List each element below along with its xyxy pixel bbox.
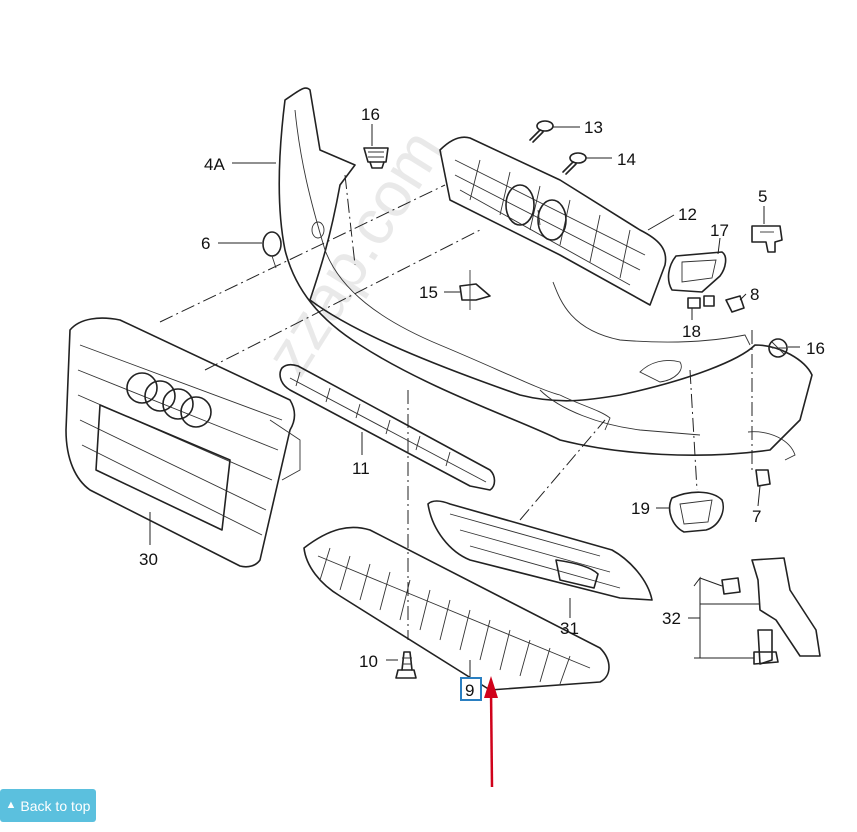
callout-13: 13	[584, 118, 603, 137]
callout-14: 14	[617, 150, 636, 169]
caret-up-icon: ▲	[5, 799, 17, 811]
callout-16-top: 16	[361, 105, 380, 124]
part-8-clip	[725, 295, 745, 313]
part-19-cover	[668, 491, 724, 533]
part-10-screw	[395, 651, 417, 679]
callout-30: 30	[139, 550, 158, 569]
assembly-lines	[159, 174, 753, 640]
callout-12: 12	[678, 205, 697, 224]
part-5-bracket	[751, 225, 783, 253]
leader-lines	[149, 124, 800, 678]
callout-15: 15	[419, 283, 438, 302]
callout-6: 6	[201, 234, 210, 253]
callout-11: 11	[352, 459, 370, 478]
back-to-top-button[interactable]: ▲ Back to top	[0, 789, 96, 822]
part-11-grille-strip	[279, 363, 496, 491]
callout-31: 31	[560, 619, 579, 638]
callout-9-highlight[interactable]: 9	[460, 677, 482, 701]
callout-10: 10	[359, 652, 378, 671]
part-30-main-grille	[65, 317, 301, 568]
indicator-arrow	[484, 676, 498, 788]
part-7-clip	[755, 469, 771, 487]
part-31-fog-grille	[427, 500, 653, 601]
part-9-undertray	[303, 526, 610, 691]
callout-8: 8	[750, 285, 759, 304]
callout-18: 18	[682, 322, 701, 341]
part-13-screw	[529, 120, 554, 143]
part-12-carrier	[439, 136, 667, 306]
part-bumper-cover	[278, 87, 813, 461]
callout-32: 32	[662, 609, 681, 628]
callout-19: 19	[631, 499, 650, 518]
callout-5: 5	[758, 187, 767, 206]
callout-16-right: 16	[806, 339, 825, 358]
part-18-clip	[687, 295, 715, 309]
callout-9: 9	[465, 681, 474, 700]
part-16-clip	[363, 147, 389, 169]
part-17-frame	[667, 251, 727, 293]
back-to-top-label: Back to top	[20, 797, 91, 814]
callout-7: 7	[752, 507, 761, 526]
part-14-screw	[562, 152, 587, 175]
part-15-holder	[459, 270, 491, 310]
callout-4a: 4A	[204, 155, 225, 174]
part-16-clip-right	[768, 338, 788, 358]
part-hole	[311, 221, 325, 239]
part-6-cap	[262, 231, 282, 269]
part-32-bracket-set	[721, 557, 821, 665]
callout-17: 17	[710, 221, 729, 240]
